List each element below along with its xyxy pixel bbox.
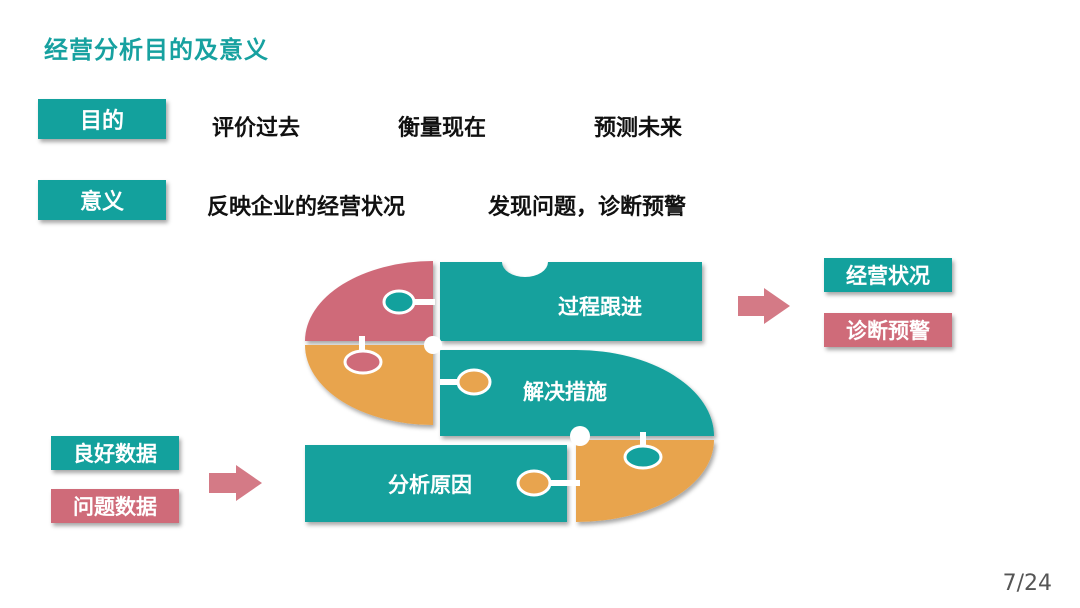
page-number: 7/24 bbox=[1002, 571, 1052, 596]
puzzle-piece-orange-left bbox=[305, 345, 433, 425]
step-cause-label: 分析原因 bbox=[388, 473, 472, 497]
connector-knob-1 bbox=[382, 289, 416, 315]
puzzle-piece-teal-top bbox=[440, 262, 702, 341]
purpose-item-present: 衡量现在 bbox=[398, 116, 487, 141]
puzzle-piece-orange-right bbox=[576, 440, 714, 522]
input-good-data-box: 良好数据 bbox=[51, 436, 179, 470]
connector-knob-2 bbox=[343, 349, 383, 375]
step-measures-label: 解决措施 bbox=[523, 380, 607, 404]
connector-knob-3 bbox=[456, 368, 492, 396]
meaning-tag: 意义 bbox=[38, 180, 166, 220]
input-problem-data-box: 问题数据 bbox=[51, 489, 179, 523]
puzzle-piece-pink-top bbox=[305, 261, 433, 341]
step-progress-label: 过程跟进 bbox=[558, 295, 642, 319]
puzzle-piece-teal-middle bbox=[440, 350, 714, 436]
slide-title: 经营分析目的及意义 bbox=[44, 36, 269, 64]
output-status-box: 经营状况 bbox=[824, 258, 952, 292]
connector-knob-4 bbox=[623, 444, 663, 470]
connector-knob-5 bbox=[516, 469, 552, 497]
meaning-item-warning: 发现问题，诊断预警 bbox=[488, 195, 687, 220]
purpose-item-past: 评价过去 bbox=[212, 116, 301, 141]
arrow-right-icon bbox=[738, 288, 790, 324]
output-warning-box: 诊断预警 bbox=[824, 313, 952, 347]
purpose-item-future: 预测未来 bbox=[594, 116, 683, 141]
arrow-right-icon bbox=[209, 465, 262, 501]
meaning-item-status: 反映企业的经营状况 bbox=[207, 195, 406, 220]
purpose-tag: 目的 bbox=[38, 99, 166, 139]
